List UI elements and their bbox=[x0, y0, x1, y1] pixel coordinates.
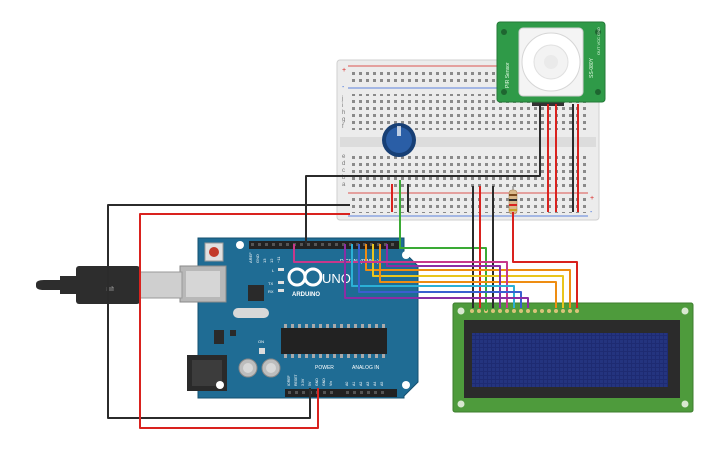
row-letter: j bbox=[341, 96, 343, 102]
row-letters-bottom: e d c b a bbox=[342, 154, 346, 188]
resistor-icon bbox=[508, 186, 518, 218]
rail-plus-bottom: + bbox=[590, 195, 594, 202]
pir-pin-labels: OUT VCC GND bbox=[596, 27, 601, 55]
analog-pin: A5 bbox=[380, 382, 384, 386]
gnd-label: GND bbox=[255, 254, 260, 263]
led-l-label: L bbox=[272, 268, 275, 273]
row-letter: f bbox=[342, 124, 344, 130]
lcd-header-pins bbox=[470, 309, 579, 313]
crystal bbox=[233, 308, 269, 318]
power-pin: 3.3V bbox=[301, 378, 305, 386]
rail-minus-bottom: - bbox=[590, 209, 593, 216]
pir-label: PIR Sensor bbox=[505, 62, 511, 88]
row-letter: a bbox=[342, 182, 346, 188]
analog-pin: A3 bbox=[366, 382, 370, 386]
row-letter: g bbox=[342, 117, 345, 123]
row-letter: b bbox=[342, 175, 346, 181]
arduino-model: UNO bbox=[322, 271, 351, 286]
pir-chip-label: SS-080Y bbox=[589, 57, 595, 78]
analog-label: ANALOG IN bbox=[352, 365, 380, 371]
power-pin: 5V bbox=[308, 381, 312, 386]
rail-minus-top: - bbox=[342, 84, 345, 91]
row-letter: i bbox=[342, 103, 343, 109]
arduino-brand: ARDUINO bbox=[292, 292, 320, 298]
led-rx-label: RX bbox=[268, 289, 274, 294]
svg-text:⇌: ⇌ bbox=[106, 284, 114, 295]
power-label: POWER bbox=[315, 365, 334, 371]
row-letters-top: j i h g f bbox=[341, 96, 345, 130]
row-letter: h bbox=[342, 110, 345, 116]
power-pin-labels: IOREF RESET 3.3V 5V GND GND Vin bbox=[287, 373, 333, 386]
arduino-uno-board[interactable]: AREF GND 13 12 ~11 L TX RX ARDUINO UNO D… bbox=[179, 237, 419, 399]
potentiometer-icon[interactable] bbox=[382, 123, 416, 157]
power-pin: Vin bbox=[329, 381, 333, 386]
pir-sensor[interactable]: PIR Sensor SS-080Y OUT VCC GND bbox=[496, 21, 606, 120]
digital-pin-labels: AREF GND 13 12 ~11 bbox=[248, 252, 281, 263]
power-analog-header bbox=[285, 389, 397, 397]
atmega-chip bbox=[281, 328, 387, 354]
row-letter: c bbox=[342, 168, 345, 174]
row-letter: e bbox=[342, 154, 346, 160]
analog-pin-labels: A0 A1 A2 A3 A4 A5 bbox=[345, 382, 384, 386]
pin13-label: 13 bbox=[262, 258, 267, 263]
pin11-label: ~11 bbox=[276, 256, 281, 263]
usb-chip bbox=[248, 285, 264, 301]
infinity-logo-icon bbox=[287, 267, 323, 287]
analog-pin: A4 bbox=[373, 382, 377, 386]
lcd-screen bbox=[472, 333, 668, 387]
on-label: ON bbox=[258, 339, 264, 344]
row-letter: d bbox=[342, 161, 345, 167]
lcd-display[interactable] bbox=[452, 302, 694, 413]
power-pin: IOREF bbox=[287, 375, 291, 386]
analog-pin: A0 bbox=[345, 382, 349, 386]
pir-dome-icon bbox=[518, 27, 584, 97]
pin12-label: 12 bbox=[269, 258, 274, 263]
power-pin: RESET bbox=[294, 373, 298, 386]
power-pin: GND bbox=[315, 378, 319, 386]
wires bbox=[107, 104, 579, 429]
power-pin: GND bbox=[322, 378, 326, 386]
rail-plus-top: + bbox=[342, 67, 346, 74]
led-tx-label: TX bbox=[268, 281, 273, 286]
aref-label: AREF bbox=[248, 252, 253, 263]
analog-pin: A2 bbox=[359, 382, 363, 386]
analog-pin: A1 bbox=[352, 382, 356, 386]
